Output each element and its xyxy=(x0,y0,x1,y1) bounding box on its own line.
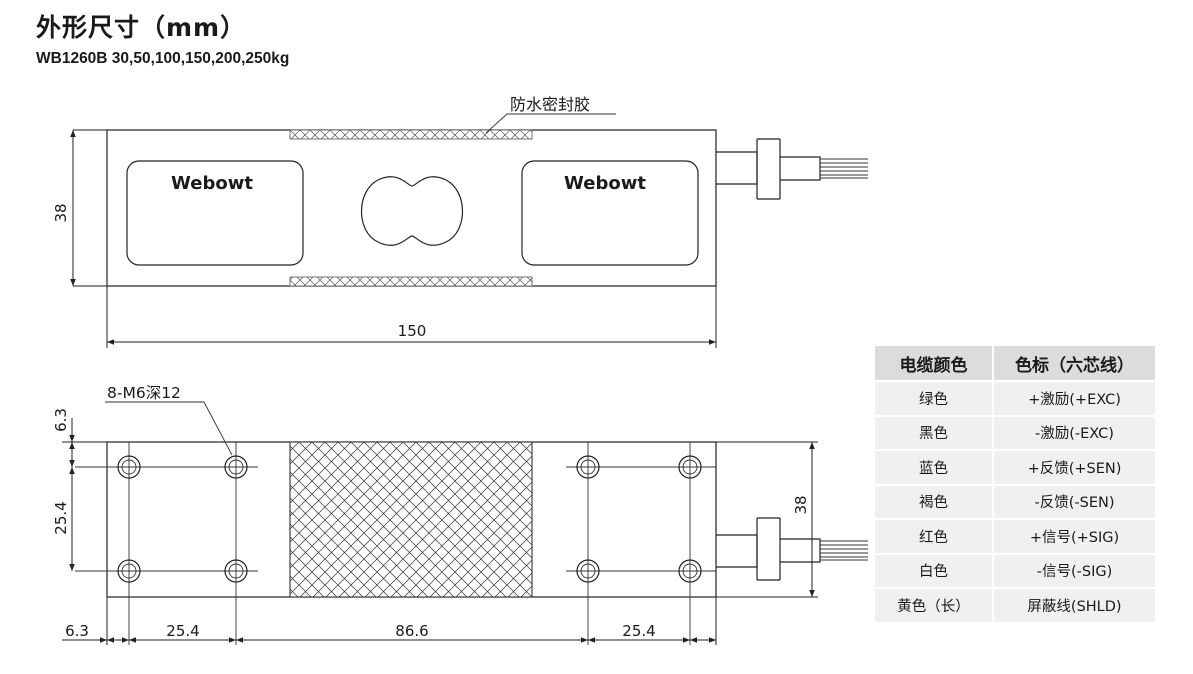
table-row: 红色+信号(+SIG) xyxy=(875,518,1155,554)
table-header-row: 电缆颜色 色标（六芯线） xyxy=(875,346,1155,381)
top-body-outline xyxy=(106,129,717,287)
header-color-code: 色标（六芯线） xyxy=(992,346,1155,381)
signal: -信号(-SIG) xyxy=(992,552,1155,588)
cable-bottom xyxy=(716,517,868,581)
table-row: 蓝色+反馈(+SEN) xyxy=(875,449,1155,485)
cable-color: 黄色（长） xyxy=(875,587,993,622)
logo-right: Webowt xyxy=(564,173,646,194)
mounting-hole xyxy=(117,559,141,583)
signal: -激励(-EXC) xyxy=(992,414,1155,450)
seal-leader xyxy=(485,113,616,134)
seal-label: 防水密封胶 xyxy=(510,95,590,114)
dim-hole-spacing-v: 25.4 xyxy=(52,501,70,534)
signal: +激励(+EXC) xyxy=(992,380,1155,416)
table-row: 绿色+激励(+EXC) xyxy=(875,380,1155,416)
seal-strip-top xyxy=(289,129,533,140)
cable-color: 褐色 xyxy=(875,483,993,519)
mounting-hole xyxy=(117,455,141,479)
cable-color: 绿色 xyxy=(875,380,993,416)
strain-area xyxy=(289,441,533,598)
header-cable-color: 电缆颜色 xyxy=(875,346,993,381)
table-row: 褐色-反馈(-SEN) xyxy=(875,483,1155,519)
top-height-dim: 38 xyxy=(52,203,70,222)
dim-height: 38 xyxy=(792,495,810,514)
cable-color: 红色 xyxy=(875,518,993,554)
dim-hole-spacing-left: 25.4 xyxy=(166,622,199,640)
hole-callout-leader xyxy=(105,401,233,456)
logo-left: Webowt xyxy=(171,173,253,194)
cable-color: 黑色 xyxy=(875,414,993,450)
mounting-hole xyxy=(224,559,248,583)
label-window-right xyxy=(521,160,699,266)
dim-top-offset: 6.3 xyxy=(52,408,70,432)
bottom-view: 8-M6深12 6.3 25.4 38 6.3 25.4 86.6 25.4 xyxy=(52,384,868,645)
cable-color: 蓝色 xyxy=(875,449,993,485)
mounting-hole xyxy=(678,455,702,479)
mounting-hole xyxy=(576,559,600,583)
signal: -反馈(-SEN) xyxy=(992,483,1155,519)
cable-color: 白色 xyxy=(875,552,993,588)
mounting-hole xyxy=(224,455,248,479)
signal: +信号(+SIG) xyxy=(992,518,1155,554)
dim-left-offset: 6.3 xyxy=(65,622,89,640)
mounting-hole xyxy=(576,455,600,479)
table-row: 白色-信号(-SIG) xyxy=(875,552,1155,588)
signal: +反馈(+SEN) xyxy=(992,449,1155,485)
top-length-dim: 150 xyxy=(398,322,427,340)
wire-color-table: 电缆颜色 色标（六芯线） 绿色+激励(+EXC) 黑色-激励(-EXC) 蓝色+… xyxy=(875,346,1155,622)
hole-callout: 8-M6深12 xyxy=(107,384,181,402)
cable-top xyxy=(716,138,868,200)
dim-center-span: 86.6 xyxy=(395,622,428,640)
seal-strip-bottom xyxy=(289,276,533,287)
signal: 屏蔽线(SHLD) xyxy=(992,587,1155,622)
page-title: 外形尺寸（mm） xyxy=(36,13,247,42)
top-view: Webowt Webowt 防水密封胶 38 150 xyxy=(52,95,868,348)
binocular-hole xyxy=(360,176,464,246)
label-window-left xyxy=(126,160,304,266)
dim-hole-spacing-right: 25.4 xyxy=(622,622,655,640)
table-row: 黄色（长）屏蔽线(SHLD) xyxy=(875,587,1155,622)
table-row: 黑色-激励(-EXC) xyxy=(875,414,1155,450)
model-subtitle: WB1260B 30,50,100,150,200,250kg xyxy=(36,50,290,67)
mounting-hole xyxy=(678,559,702,583)
